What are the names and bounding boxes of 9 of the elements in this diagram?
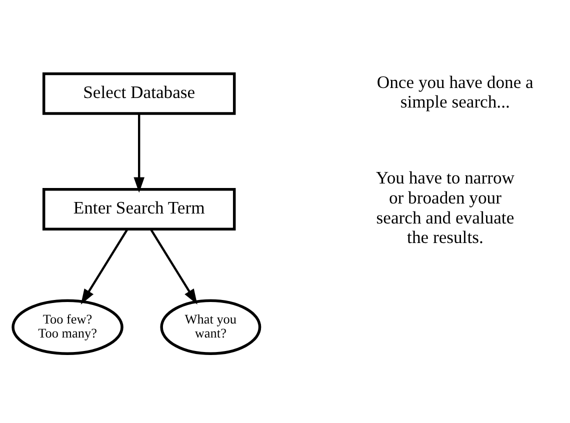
arrow	[80, 228, 128, 304]
node-ellipse: What you want?	[160, 299, 262, 356]
node-box: Select Database	[42, 72, 236, 115]
node-ellipse: Too few? Too many?	[12, 299, 124, 356]
label: You have to narrow or broaden your search and evaluate the results.	[376, 168, 515, 248]
node-box: Enter Search Term	[42, 188, 236, 230]
arrow	[134, 113, 144, 193]
label: Once you have done a simple search...	[376, 72, 534, 112]
arrow	[150, 228, 198, 304]
